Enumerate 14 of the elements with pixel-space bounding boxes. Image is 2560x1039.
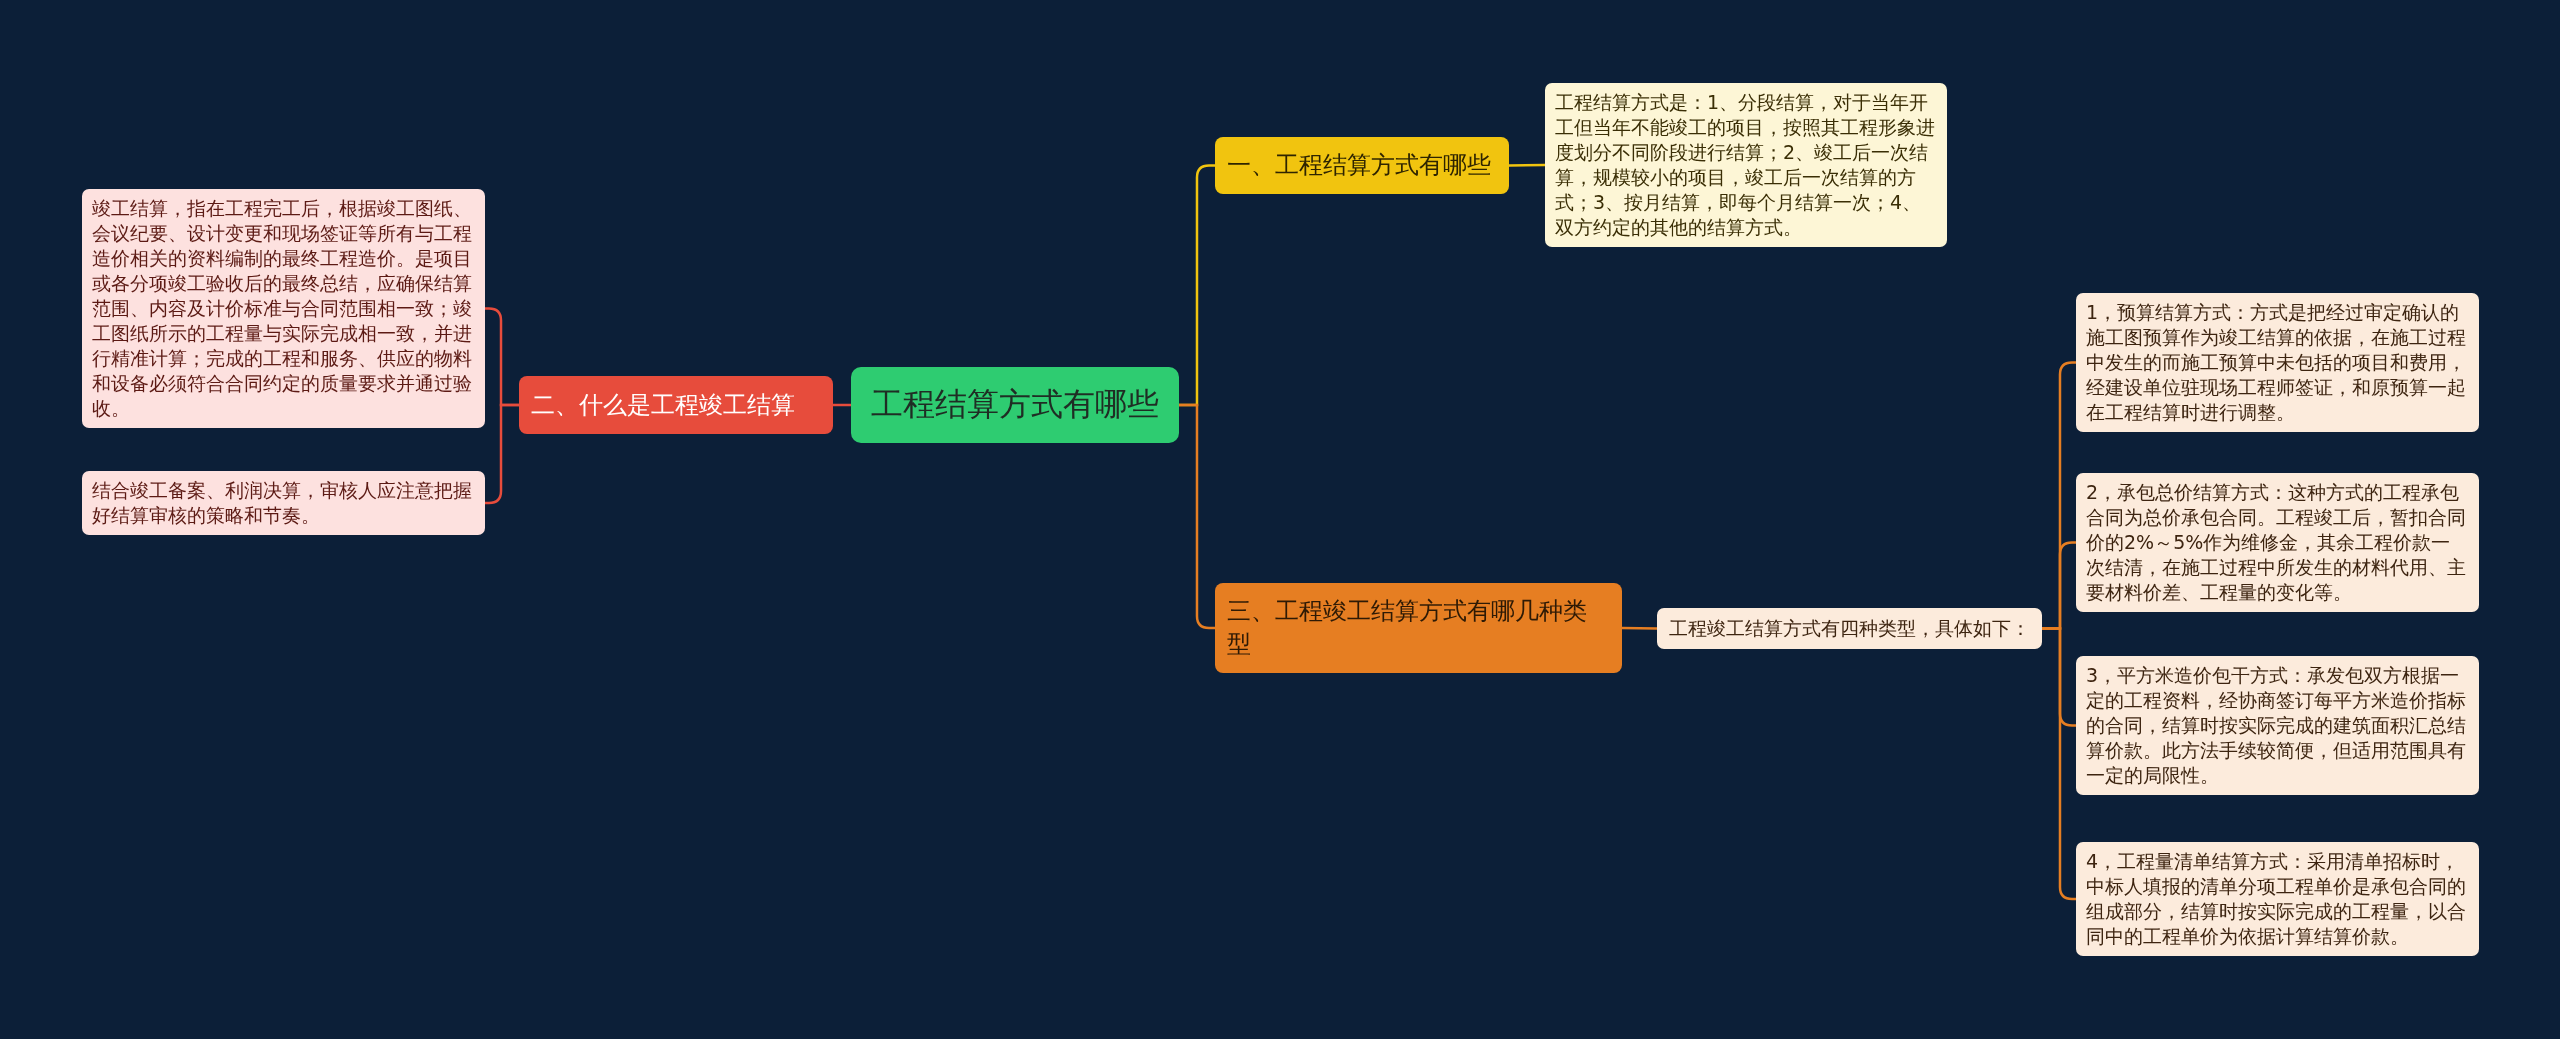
note-box: 工程竣工结算方式有四种类型，具体如下： — [1657, 608, 2042, 649]
connector — [1622, 626, 1657, 630]
central-topic: 工程结算方式有哪些 — [851, 367, 1179, 443]
topic-box: 二、什么是工程竣工结算 — [519, 376, 833, 434]
note-box: 3，平方米造价包干方式：承发包双方根据一定的工程资料，经协商签订每平方米造价指标的合同，结算时按实际完成的建筑面积汇总结算价款。此方法手续较简便，但适用范围具有一定的局限性。 — [2076, 656, 2479, 795]
note-box: 竣工结算，指在工程完工后，根据竣工图纸、会议纪要、设计变更和现场签证等所有与工程造价相关的资料编制的最终工程造价。是项目或各分项竣工验收后的最终总结，应确保结算范围、内容及计价标准与合同范围相一致；竣工图纸所示的工程量与实际完成相一致，并进行精准计算；完成的工程和服务、供应的物料和设备必须符合合同约定的质量要求并通过验收。 — [82, 189, 485, 428]
note-box: 4，工程量清单结算方式：采用清单招标时，中标人填报的清单分项工程单价是承包合同的组成部分，结算时按实际完成的工程量，以合同中的工程单价为依据计算结算价款。 — [2076, 842, 2479, 956]
topic-box: 三、工程竣工结算方式有哪几种类型 — [1215, 583, 1622, 673]
note-box: 1，预算结算方式：方式是把经过审定确认的施工图预算作为竣工结算的依据，在施工过程中发生的而施工预算中未包括的项目和费用，经建设单位驻现场工程师签证，和原预算一起在工程结算时进行调整。 — [2076, 293, 2479, 432]
note-box: 结合竣工备案、利润决算，审核人应注意把握好结算审核的策略和节奏。 — [82, 471, 485, 535]
topic-box: 一、工程结算方式有哪些 — [1215, 137, 1509, 194]
note-box: 工程结算方式是：1、分段结算，对于当年开工但当年不能竣工的项目，按照其工程形象进度划分不同阶段进行结算；2、竣工后一次结算，规模较小的项目，竣工后一次结算的方式；3、按月结算，即每个月结算一次；4、双方约定的其他的结算方式。 — [1545, 83, 1947, 247]
note-box: 2，承包总价结算方式：这种方式的工程承包合同为总价承包合同。工程竣工后，暂扣合同价的2%～5%作为维修金，其余工程价款一次结清，在施工过程中所发生的材料代用、主要材料价差、工程量的变化等。 — [2076, 473, 2479, 612]
connector — [1509, 163, 1545, 167]
